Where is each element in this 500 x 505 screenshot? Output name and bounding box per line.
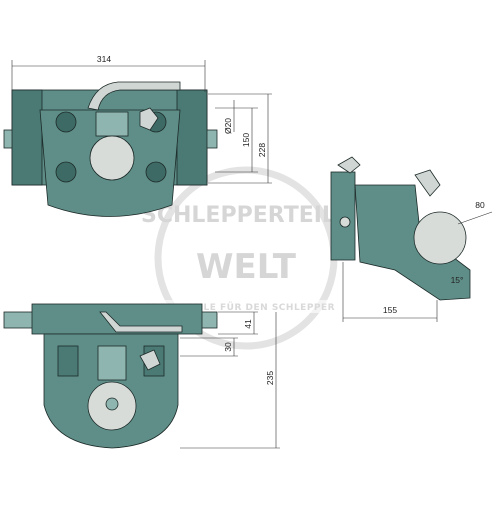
- dim-pin-diameter: Ø20: [223, 118, 233, 134]
- dim-offset-41: 41: [243, 319, 253, 329]
- front-dimensions: [11, 60, 272, 184]
- front-bolt-tl: [55, 111, 77, 133]
- front-latch: [139, 107, 159, 131]
- watermark-sub: ERSATZTEILE FÜR DEN SCHLEPPER: [145, 302, 335, 313]
- dim-plate-height: 228: [257, 143, 267, 157]
- dim-angle: 15°: [451, 275, 464, 285]
- bottom-latch: [139, 349, 161, 371]
- bottom-dimensions: [180, 311, 280, 449]
- dim-ball-size: 80: [475, 200, 485, 210]
- dim-pin-spacing: 150: [241, 133, 251, 147]
- side-latch: [414, 169, 441, 197]
- front-ball: [89, 135, 135, 181]
- side-plate: [330, 171, 356, 261]
- side-view: [330, 156, 471, 301]
- front-view: [3, 81, 218, 217]
- dim-total-height: 235: [265, 371, 275, 385]
- front-bolt-bl: [55, 161, 77, 183]
- front-bolt-br: [145, 161, 167, 183]
- bottom-handle: [99, 311, 183, 333]
- watermark-line2: WELT: [196, 247, 297, 287]
- side-body: [354, 184, 471, 301]
- dim-top-width: 314: [97, 54, 111, 64]
- watermark-line1: SCHLEPPERTEILE: [141, 203, 351, 228]
- side-handle: [337, 156, 361, 174]
- dim-side-depth: 155: [383, 305, 397, 315]
- dim-offset-30: 30: [223, 342, 233, 352]
- side-ball: [413, 211, 467, 265]
- side-dimensions: [342, 211, 493, 322]
- front-handle: [87, 81, 181, 111]
- bottom-view: [3, 303, 218, 449]
